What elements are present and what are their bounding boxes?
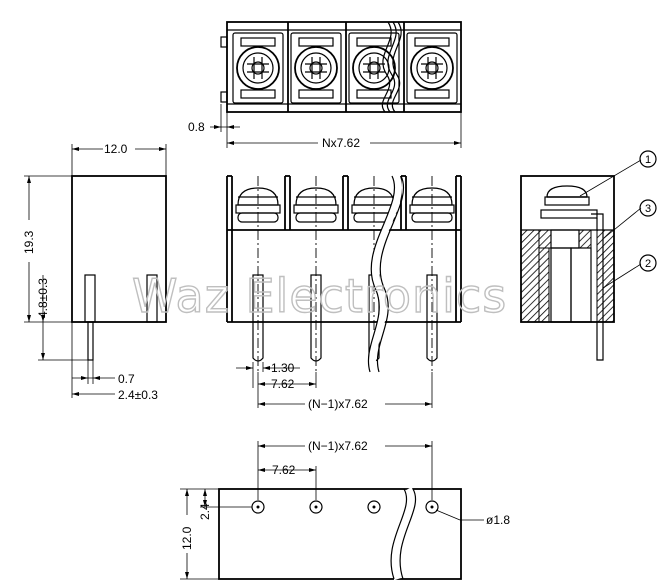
dim-pin-thickness: 0.7: [118, 372, 135, 386]
top-screw-1: [232, 32, 284, 104]
dim-side-width: 12.0: [104, 142, 128, 156]
dim-bottom-width: 12.0: [180, 526, 194, 550]
front-view: [226, 174, 462, 408]
top-screw-3: [348, 32, 400, 104]
dim-side-height: 19.3: [22, 230, 36, 254]
dim-bottom-pitch: 7.62: [272, 463, 296, 477]
dim-front-pitch: 7.62: [271, 377, 295, 391]
section-view: [520, 150, 657, 361]
dim-top-width: Nx7.62: [322, 136, 360, 150]
watermark-text: Waz Electronics: [132, 269, 507, 323]
dim-pin-length: 2.4±0.3: [118, 388, 158, 402]
dim-bottom-span: (N−1)x7.62: [308, 439, 368, 453]
bottom-view: [180, 441, 484, 581]
dim-bottom-offset: 2.4: [198, 503, 212, 520]
callout-3-label: 3: [645, 203, 651, 215]
side-view: [24, 144, 167, 398]
top-screw-2: [290, 32, 342, 104]
dim-top-offset: 0.8: [188, 120, 205, 134]
top-screw-4: [406, 32, 458, 104]
dim-hole-diameter: ø1.8: [486, 513, 510, 527]
callout-1-label: 1: [645, 154, 651, 166]
dim-front-pin-width: 1.30: [271, 361, 295, 375]
callout-2-label: 2: [645, 258, 651, 270]
dim-front-span: (N−1)x7.62: [308, 397, 368, 411]
dim-side-pin-height: 4.8±0.3: [36, 278, 50, 318]
top-view: [210, 21, 462, 148]
